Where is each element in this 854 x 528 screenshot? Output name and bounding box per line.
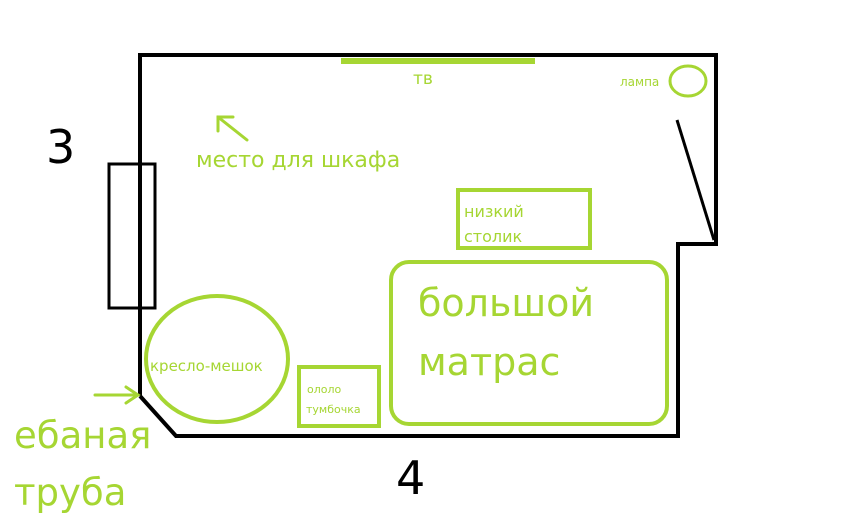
door-line xyxy=(675,119,716,241)
coffee-table xyxy=(456,188,592,250)
wardrobe-arrow-icon xyxy=(216,115,249,142)
coffee-table-label-1: низкий xyxy=(464,202,524,221)
coffee-table-label-2: столик xyxy=(464,227,523,246)
beanbag-label: кресло-мешок xyxy=(150,357,263,375)
wardrobe-spot-label: место для шкафа xyxy=(196,148,400,173)
beanbag-circle xyxy=(144,294,290,424)
mattress-label-1: большой xyxy=(418,281,594,325)
mattress-label-2: матрас xyxy=(418,340,560,384)
mattress xyxy=(389,260,669,426)
lamp-circle xyxy=(668,64,708,98)
pipe-label-1: ебаная xyxy=(14,414,151,457)
nightstand-label-1: ололо xyxy=(307,383,342,396)
pipe-label-2: труба xyxy=(14,471,126,514)
wall-number-left: 3 xyxy=(46,120,75,174)
room-walls xyxy=(138,53,718,438)
pipe-arrow-icon xyxy=(93,385,141,405)
nightstand-label-2: тумбочка xyxy=(306,403,361,416)
tv-label: тв xyxy=(413,69,433,89)
lamp-label: лампа xyxy=(620,75,659,89)
left-wall-window xyxy=(107,162,157,310)
nightstand xyxy=(297,365,381,428)
wall-number-bottom: 4 xyxy=(396,451,425,505)
